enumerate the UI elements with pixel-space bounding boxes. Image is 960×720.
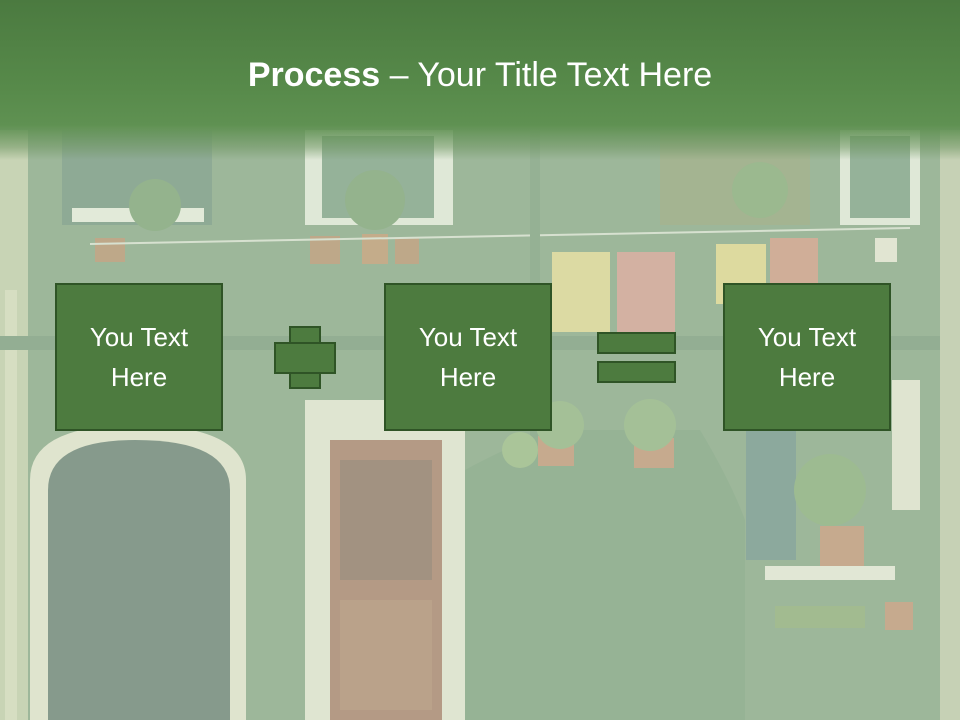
- equals-icon-top-bar: [597, 332, 676, 354]
- plus-icon-center: [291, 344, 319, 372]
- title-bold: Process: [247, 56, 381, 94]
- process-box-1-line2: Here: [110, 362, 168, 392]
- process-box-2-line1: You Text: [418, 322, 518, 352]
- process-box-2[interactable]: You Text Here: [384, 283, 552, 431]
- process-box-1-line1: You Text: [89, 322, 189, 352]
- title-band: [0, 0, 960, 160]
- slide-title[interactable]: Process – Your Title Text Here: [0, 52, 960, 98]
- process-box-1[interactable]: You Text Here: [55, 283, 223, 431]
- process-box-2-line2: Here: [439, 362, 497, 392]
- process-box-3-line1: You Text: [757, 322, 857, 352]
- equals-icon-bottom-bar: [597, 361, 676, 383]
- title-rest: – Your Title Text Here: [380, 56, 713, 94]
- process-box-3[interactable]: You Text Here: [723, 283, 891, 431]
- process-box-3-line2: Here: [778, 362, 836, 392]
